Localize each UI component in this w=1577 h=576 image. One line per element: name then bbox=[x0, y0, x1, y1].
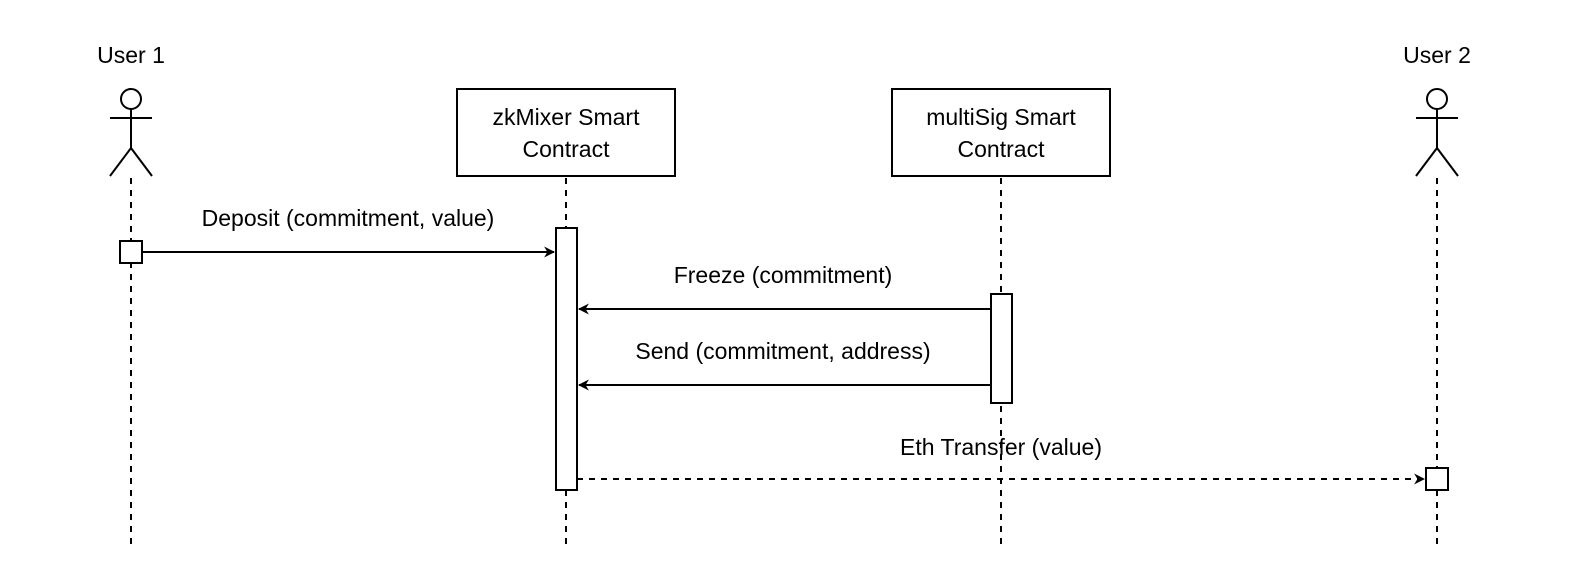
participant-multisig-label-line1: multiSig Smart bbox=[926, 104, 1076, 130]
message-send-label: Send (commitment, address) bbox=[635, 338, 930, 364]
message-eth-transfer-label: Eth Transfer (value) bbox=[900, 434, 1102, 460]
participant-multisig-label-line2: Contract bbox=[958, 136, 1046, 162]
participant-zkmixer-label-line2: Contract bbox=[523, 136, 611, 162]
message-eth-transfer-target bbox=[1425, 467, 1449, 491]
message-deposit-origin bbox=[119, 240, 143, 264]
message-freeze-label: Freeze (commitment) bbox=[674, 262, 893, 288]
activation-zkmixer bbox=[555, 227, 578, 491]
participant-zkmixer-box bbox=[456, 88, 676, 177]
actor-user2-label: User 2 bbox=[1403, 42, 1471, 68]
actor-user1-icon bbox=[109, 88, 153, 177]
participant-multisig-box bbox=[891, 88, 1111, 177]
activation-multisig bbox=[990, 293, 1013, 404]
participant-zkmixer-label-line1: zkMixer Smart bbox=[493, 104, 641, 130]
actor-user2-icon bbox=[1415, 88, 1459, 177]
message-deposit-label: Deposit (commitment, value) bbox=[202, 205, 495, 231]
actor-user1-label: User 1 bbox=[97, 42, 165, 68]
